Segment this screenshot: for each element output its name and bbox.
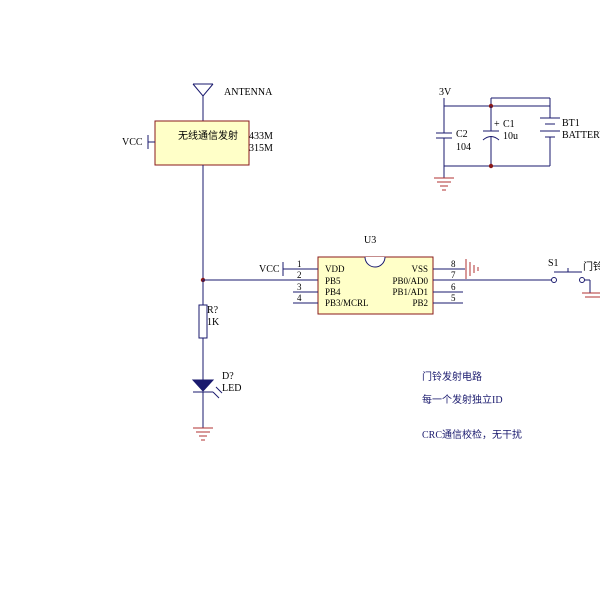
led-symbol xyxy=(191,379,223,428)
ic-pin-3-num: 3 xyxy=(297,282,302,292)
ic-pin-4-num: 4 xyxy=(297,293,302,303)
c2-value: 104 xyxy=(456,142,471,153)
resistor-name: R? xyxy=(207,305,219,316)
c1-name: C1 xyxy=(503,119,515,130)
led-value: LED xyxy=(222,383,241,394)
c1-value: 10u xyxy=(503,131,518,142)
rf-freq-433: 433M xyxy=(249,131,273,142)
ic-pin-1-name: VDD xyxy=(325,264,345,274)
junction-dot xyxy=(488,163,494,169)
rf-vcc-label: VCC xyxy=(122,137,143,148)
battery-symbol xyxy=(540,117,560,138)
c1-plus: + xyxy=(494,119,500,130)
battery-value: BATTERY xyxy=(562,130,600,141)
switch-symbol xyxy=(551,268,591,293)
ic-ground-symbol xyxy=(465,259,479,279)
ic-pin-8-num: 8 xyxy=(451,259,456,269)
resistor-body xyxy=(198,304,208,339)
rf-freq-315: 315M xyxy=(249,143,273,154)
resistor-value: 1K xyxy=(207,317,220,328)
antenna-symbol xyxy=(192,83,214,121)
ic-pin-6-name: PB1/AD1 xyxy=(392,287,428,297)
ic-pin-5-name: PB2 xyxy=(412,298,428,308)
switch-name: S1 xyxy=(548,258,559,269)
c2-name: C2 xyxy=(456,129,468,140)
battery-name: BT1 xyxy=(562,118,580,129)
rf-module-text: 无线通信发射 xyxy=(178,129,238,142)
ic-pin-3-name: PB4 xyxy=(325,287,341,297)
ic-pin-2-name: PB5 xyxy=(325,276,341,286)
ic-vcc-label: VCC xyxy=(259,264,280,275)
led-ground-symbol xyxy=(193,427,213,441)
note-1: 门铃发射电路 xyxy=(422,370,482,383)
ic-pin-4-name: PB3/MCRL xyxy=(325,298,369,308)
note-2: 每一个发射独立ID xyxy=(422,393,503,406)
rf-vcc-port xyxy=(147,135,155,149)
switch-ground-symbol xyxy=(582,292,600,298)
rf-module-box xyxy=(154,120,250,166)
ic-pin-7-name: PB0/AD0 xyxy=(392,276,428,286)
led-name: D? xyxy=(222,371,234,382)
ic-pin-2-num: 2 xyxy=(297,270,302,280)
ic-pin-6-num: 6 xyxy=(451,282,456,292)
ic-name: U3 xyxy=(364,235,376,246)
antenna-label: ANTENNA xyxy=(224,87,273,98)
capacitor-c2 xyxy=(436,132,452,139)
ic-pin-1-num: 1 xyxy=(297,259,302,269)
power-rail-label: 3V xyxy=(439,87,452,98)
ic-pin-7-num: 7 xyxy=(451,270,456,280)
ic-pin-5-num: 5 xyxy=(451,293,456,303)
switch-label: 门铃 xyxy=(583,260,600,273)
note-3: CRC通信校检，无干扰 xyxy=(422,428,522,441)
power-ground-symbol xyxy=(434,177,454,191)
ic-pin-8-name: VSS xyxy=(411,264,428,274)
ic-notch xyxy=(364,256,386,268)
